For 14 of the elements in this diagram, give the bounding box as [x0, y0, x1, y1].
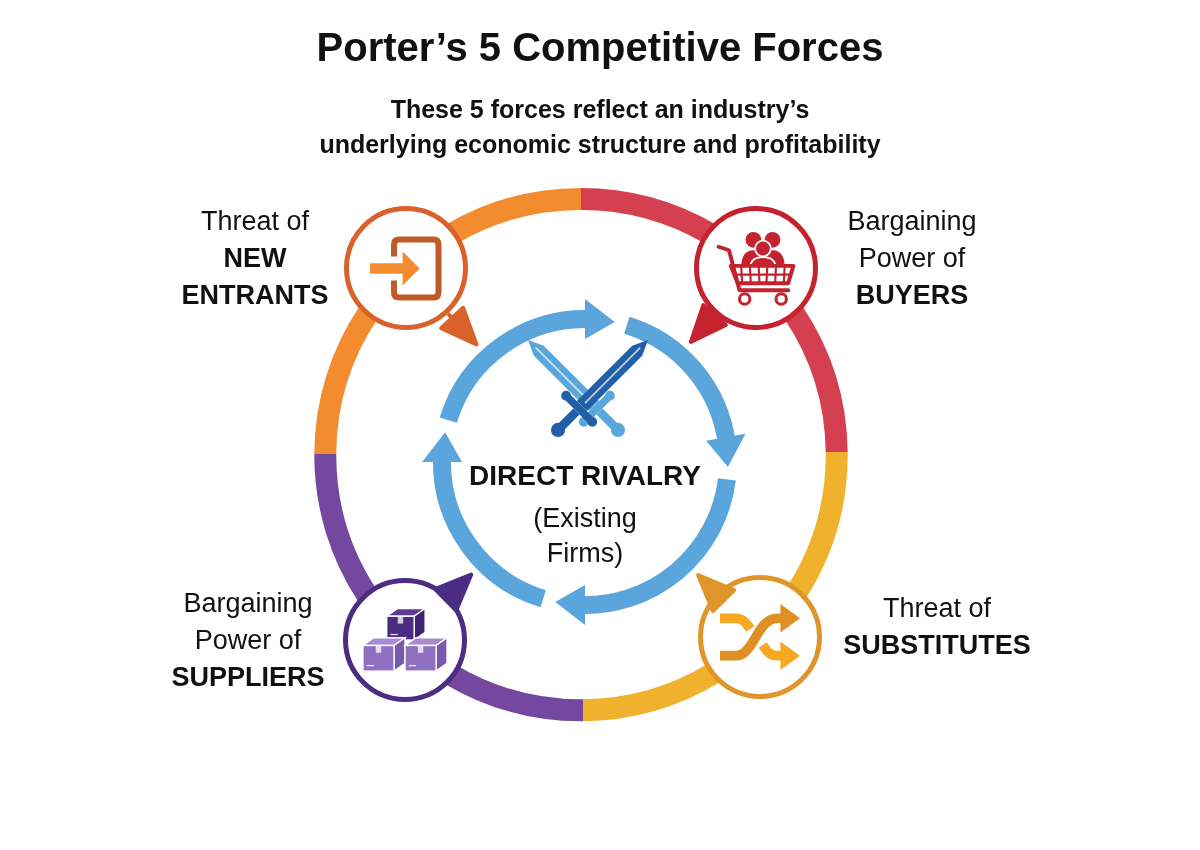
pointer-arrow: [439, 305, 479, 347]
pointer-arrow: [433, 572, 474, 613]
center-text: (Existing Firms): [532, 502, 638, 570]
force-label: Threat of SUBSTITUTES: [842, 592, 1032, 662]
pointer-arrow: [688, 303, 728, 344]
ring-arc: [447, 188, 715, 244]
center-heading: DIRECT RIVALRY: [469, 459, 701, 493]
force-label: Bargaining Power of SUPPLIERS: [170, 587, 326, 694]
force-label: Threat of NEW ENTRANTS: [180, 205, 330, 312]
force-label: Bargaining Power of BUYERS: [846, 205, 978, 312]
subtitle: These 5 forces reflect an industry’s underlying economic structure and profitability: [319, 94, 881, 160]
pointer-arrow: [696, 573, 737, 614]
ring-arc: [446, 663, 720, 721]
title: Porter’s 5 Competitive Forces: [316, 24, 884, 71]
